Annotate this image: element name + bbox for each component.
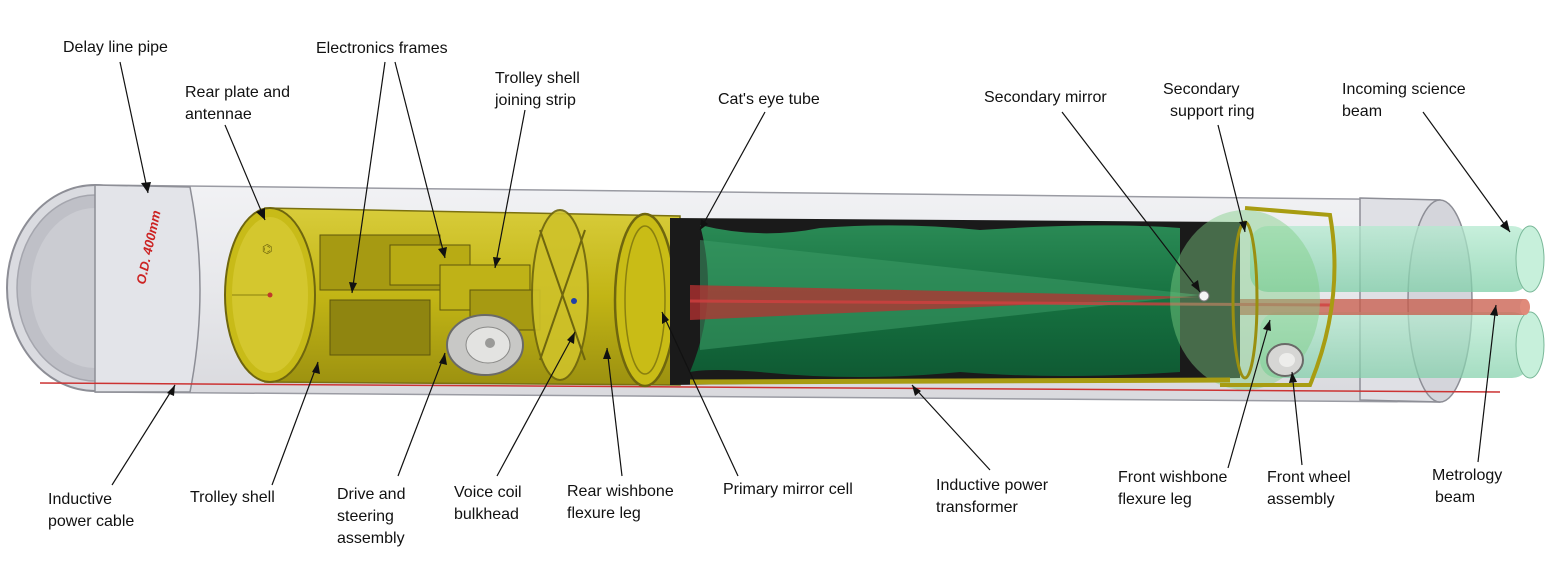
voice-coil-bulkhead [531, 209, 589, 381]
label-line: flexure leg [1118, 491, 1192, 508]
label-line: Inductive power [936, 477, 1049, 494]
label-line: Trolley shell [495, 70, 580, 87]
front-wheel-assembly [1266, 343, 1304, 377]
label-cats-eye-tube: Cat's eye tube [718, 89, 820, 111]
label-incoming-science-beam: Incoming science beam [1342, 79, 1466, 123]
label-line: transformer [936, 499, 1018, 516]
leader-metrology [1477, 304, 1497, 463]
leader-rear-wishbone [606, 347, 623, 477]
leader-front-wishbone [1227, 319, 1271, 469]
drive-and-steering-assembly [446, 314, 524, 376]
leader-science-beam [1422, 111, 1511, 233]
label-line: Electronics frames [316, 40, 448, 57]
label-line: Voice coil [454, 484, 522, 501]
leader-front-wheel [1291, 371, 1303, 466]
label-line: Cat's eye tube [718, 91, 820, 108]
leader-transformer [911, 384, 991, 471]
leader-joining-strip [494, 109, 526, 269]
label-voice-coil-bulkhead: Voice coil bulkhead [454, 482, 522, 526]
label-line: beam [1342, 103, 1383, 120]
label-secondary-mirror: Secondary mirror [984, 87, 1107, 109]
label-line: Delay line pipe [63, 39, 168, 56]
leader-secondary-ring [1217, 124, 1246, 233]
leader-voice-coil [496, 331, 576, 477]
label-trolley-shell-joining-strip: Trolley shell joining strip [495, 68, 580, 112]
label-primary-mirror-cell: Primary mirror cell [723, 479, 853, 501]
label-line: Drive and [337, 486, 406, 503]
label-rear-plate-and-antennae: Rear plate and antennae [185, 82, 290, 126]
cats-eye-tube [670, 218, 1331, 385]
label-trolley-shell: Trolley shell [190, 487, 275, 509]
label-drive-and-steering-assembly: Drive and steering assembly [337, 484, 405, 550]
leader-arrowheads [141, 182, 1510, 396]
label-line: assembly [1267, 491, 1335, 508]
label-line: Front wishbone [1118, 469, 1228, 486]
label-line: flexure leg [567, 505, 641, 522]
leader-lines [111, 61, 1511, 486]
leader-rear-plate [224, 124, 266, 221]
metrology-beam [1240, 299, 1530, 315]
label-line: Front wheel [1267, 469, 1351, 486]
label-front-wishbone-flexure-leg: Front wishbone flexure leg [1118, 467, 1227, 511]
label-delay-line-pipe: Delay line pipe [63, 37, 168, 59]
label-secondary-support-ring: Secondary support ring [1163, 79, 1255, 123]
electronics-frames [319, 234, 541, 356]
label-line: Incoming science [1342, 81, 1466, 98]
label-line: Rear wishbone [567, 483, 674, 500]
label-line: steering [337, 508, 394, 525]
label-rear-wishbone-flexure-leg: Rear wishbone flexure leg [567, 481, 674, 525]
label-front-wheel-assembly: Front wheel assembly [1267, 467, 1351, 511]
leader-power-cable [111, 384, 176, 486]
label-line: support ring [1170, 103, 1255, 120]
label-line: power cable [48, 513, 135, 530]
secondary-mirror [1198, 290, 1210, 302]
label-line: bulkhead [454, 506, 519, 523]
label-metrology-beam: Metrology beam [1432, 465, 1502, 509]
leader-drive [397, 352, 446, 477]
leader-trolley-shell [271, 361, 319, 486]
label-line: Secondary [1163, 81, 1240, 98]
label-line: beam [1435, 489, 1476, 506]
label-line: antennae [185, 106, 252, 123]
label-line: joining strip [495, 92, 576, 109]
label-line: Primary mirror cell [723, 481, 853, 498]
leader-primary-cell [661, 311, 739, 477]
leader-delay-line-pipe [119, 61, 149, 194]
label-line: Inductive [48, 491, 113, 508]
leader-electronics-2 [394, 61, 446, 259]
label-line: Rear plate and [185, 84, 290, 101]
label-line: Metrology [1432, 467, 1503, 484]
leader-cats-eye [699, 111, 766, 231]
label-inductive-power-cable: Inductive power cable [48, 489, 134, 533]
label-inductive-power-transformer: Inductive power transformer [936, 475, 1048, 519]
primary-mirror-cell [613, 212, 677, 388]
label-line: Trolley shell [190, 489, 275, 506]
label-line: assembly [337, 530, 405, 547]
label-electronics-frames: Electronics frames [316, 38, 448, 60]
inductive-power-transformer [689, 377, 1231, 385]
svg-text:⌬: ⌬ [262, 242, 272, 256]
inductive-power-cable-line [39, 382, 1501, 393]
leader-secondary-mirror [1061, 111, 1201, 293]
label-line: Secondary mirror [984, 89, 1107, 106]
leader-electronics-1 [351, 61, 386, 294]
